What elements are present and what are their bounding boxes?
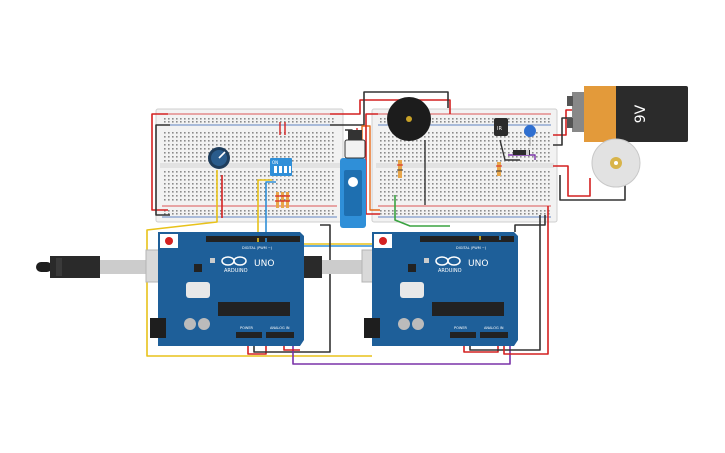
wire-red-left-rail [151,113,168,211]
wire-black-bridge [330,91,449,126]
wire-battery-red [553,109,575,136]
ir-receiver[interactable]: IR [494,118,508,136]
piezo-buzzer[interactable] [387,97,431,141]
wire-green [394,195,450,227]
wire-overlays [257,236,501,242]
arduino-uno-left[interactable]: DIGITAL (PWM ~) ARDUINO UNO POWER ANALOG… [150,232,304,346]
arduino-right-logo: ARDUINO [435,256,462,274]
arduino-left-digital-label: DIGITAL (PWM ~) [242,246,273,250]
arduino-right-logo-text: ARDUINO [438,268,462,274]
wire-red-resistor [279,122,286,135]
wire-left-black-bottom [253,224,331,353]
arduino-left-power-label: POWER [240,326,254,330]
wire-right-black-arduino [514,215,546,232]
wire-purple [292,338,511,365]
capacitor[interactable] [524,125,536,146]
arduino-right-power-label: POWER [454,326,468,330]
dc-motor[interactable] [591,138,641,188]
arduino-left-logo: ARDUINO [221,256,248,274]
wire-motor-black [559,175,626,201]
potentiometer[interactable] [208,147,230,169]
wire-dip-blue [265,181,276,238]
battery-9v[interactable]: 9V [567,86,688,142]
arduino-uno-right[interactable]: DIGITAL (PWM ~) ARDUINO UNO POWER ANALOG… [364,232,518,346]
arduino-right-model: UNO [468,259,488,269]
resistor-bank-left[interactable] [275,192,290,208]
resistor-right-2[interactable] [496,162,502,176]
arduino-right-digital-label: DIGITAL (PWM ~) [456,246,487,250]
arduino-left-analog-label: ANALOG IN [270,326,290,330]
servo-motor[interactable] [340,130,366,228]
arduino-left-model: UNO [254,259,274,269]
arduino-right-analog-label: ANALOG IN [484,326,504,330]
breadboard-right-holes [380,118,550,215]
wire-red-bridge [330,99,451,115]
wire-dip-yellow [257,179,272,238]
wire-pot-yellow [146,170,372,357]
battery-label: 9V [633,104,649,123]
resistor-right-1[interactable] [397,160,403,178]
dip-switch[interactable]: ON [270,158,292,176]
arduino-left-logo-text: ARDUINO [224,268,248,274]
dip-switch-label: ON [272,160,278,165]
wire-motor-red [553,165,591,197]
wire-ir-black [499,139,520,161]
wire-black-left-rail [155,124,170,216]
diode[interactable] [513,150,530,155]
breadboard-left[interactable] [155,108,344,223]
ir-receiver-label: IR [497,126,502,132]
